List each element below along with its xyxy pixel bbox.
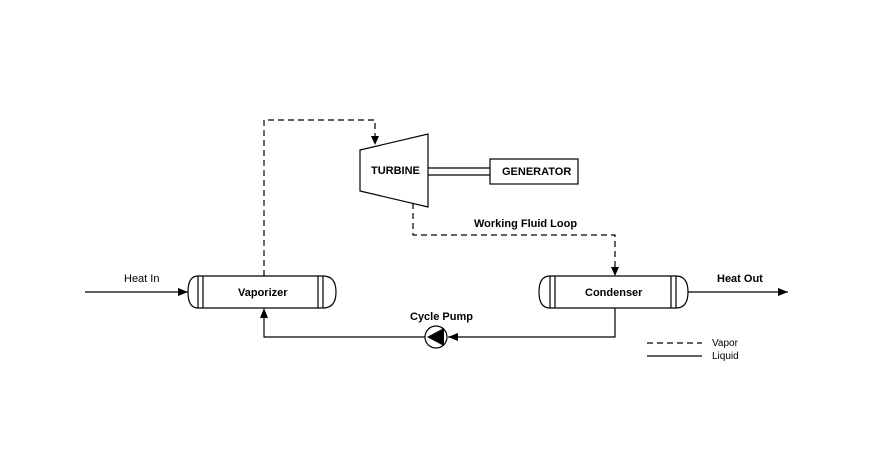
liquid-line-pump-to-vaporizer bbox=[263, 314, 425, 338]
turbine-label: TURBINE bbox=[371, 165, 420, 177]
liquid-line-condenser-to-pump bbox=[448, 308, 616, 338]
condenser-label: Condenser bbox=[585, 287, 643, 299]
vapor-to-turbine-arrowhead bbox=[371, 136, 379, 145]
vapor-to-condenser-arrowhead bbox=[611, 267, 619, 276]
heat-in-label: Heat In bbox=[124, 273, 159, 285]
liquid-to-pump-arrowhead bbox=[448, 333, 458, 341]
legend-vapor-label: Vapor bbox=[712, 338, 739, 349]
working-fluid-loop-label: Working Fluid Loop bbox=[474, 218, 577, 230]
generator-label: GENERATOR bbox=[502, 166, 571, 178]
vapor-line-to-condenser bbox=[412, 203, 616, 270]
legend-liquid-label: Liquid bbox=[712, 351, 739, 362]
vaporizer-vessel bbox=[187, 275, 337, 309]
heat-in-arrowhead bbox=[178, 288, 188, 296]
legend: Vapor Liquid bbox=[647, 338, 739, 362]
vaporizer-label: Vaporizer bbox=[238, 287, 288, 299]
vapor-line-to-turbine bbox=[263, 119, 376, 276]
heat-out-label: Heat Out bbox=[717, 273, 763, 285]
liquid-to-vaporizer-arrowhead bbox=[260, 308, 268, 318]
heat-out-arrowhead bbox=[778, 288, 788, 296]
cycle-pump-label: Cycle Pump bbox=[410, 311, 473, 323]
cycle-pump-icon bbox=[424, 325, 448, 349]
generator-box bbox=[489, 158, 579, 185]
turbine-shape bbox=[359, 133, 429, 208]
